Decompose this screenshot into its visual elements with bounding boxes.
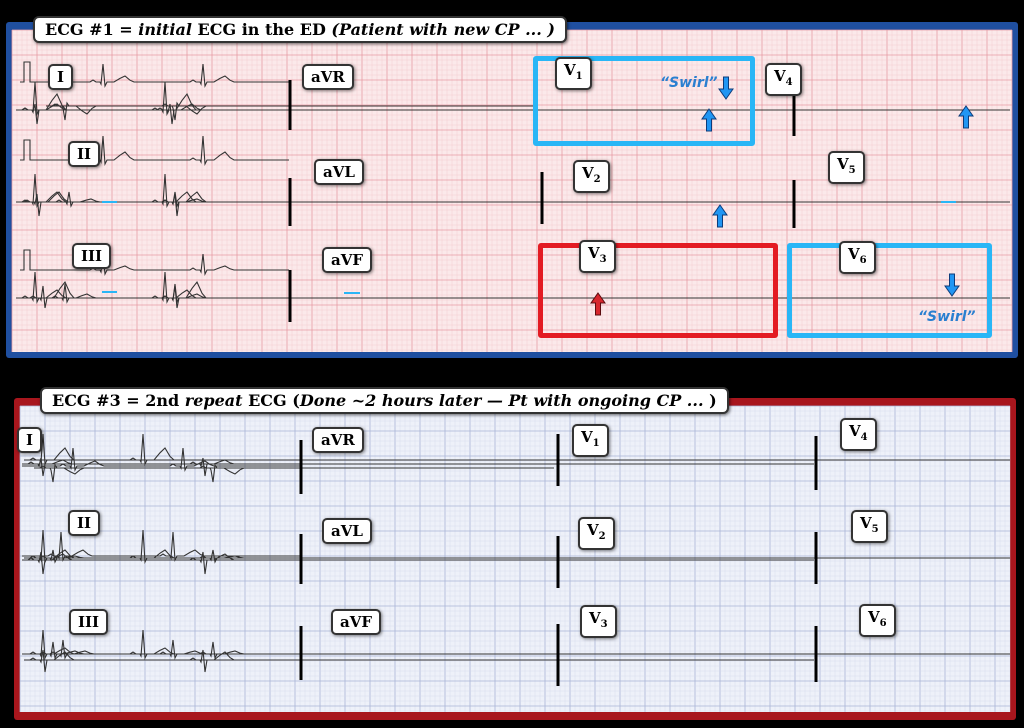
v4-trace [16, 81, 1010, 117]
ecg3-title-prefix: ECG #3 = 2nd [52, 391, 185, 410]
v1-swirl-annotation: “Swirl” [660, 75, 718, 91]
ecg3-title-em2: Done ~2 hours later — Pt with ongoing CP… [299, 391, 710, 410]
calibration-pulse [20, 139, 34, 161]
v6-highlight-box [787, 243, 992, 338]
ecg3-limb-trace [22, 447, 300, 472]
ecg3-panel [14, 398, 1016, 720]
ecg3-label-V1: V1 [572, 424, 609, 457]
ecg1-label-aVL: aVL [314, 159, 364, 185]
ecg1-title-prefix: ECG #1 = [45, 20, 139, 39]
v6-swirl-annotation: “Swirl” [918, 309, 976, 325]
ecg3-tracing [19, 405, 1011, 712]
ecg1-label-V5: V5 [828, 151, 865, 184]
ecg3-v1-trace [22, 457, 814, 477]
ecg3-title-mid: ECG ( [242, 391, 300, 410]
ecg1-label-aVF: aVF [322, 247, 373, 273]
ecg1-label-V2: V2 [573, 160, 610, 193]
ecg3-label-V4: V4 [840, 418, 877, 451]
ecg3-label-V5: V5 [851, 510, 888, 543]
ecg3-v2-trace [22, 551, 814, 575]
ecg3-label-V6: V6 [859, 604, 896, 637]
ecg1-label-I: I [48, 64, 74, 90]
ecg1-label-V6: V6 [839, 241, 876, 274]
ecg3-label-V3: V3 [580, 605, 617, 638]
ecg1-panel [6, 22, 1018, 358]
ecg3-label-aVF: aVF [331, 609, 382, 635]
ecg3-title-em1: repeat [184, 391, 243, 410]
ecg3-label-I: I [17, 427, 43, 453]
v3-highlight-box [538, 243, 778, 338]
ecg1-label-aVR: aVR [302, 64, 354, 90]
ecg1-label-V4: V4 [765, 63, 802, 96]
ecg1-title: ECG #1 = initial ECG in the ED (Patient … [33, 16, 567, 43]
ecg3-avr-trace [34, 463, 554, 483]
ecg1-title-em2: (Patient with new CP ... ) [331, 20, 555, 39]
ecg1-label-V1: V1 [555, 57, 592, 90]
ecg3-title-suffix: ) [709, 391, 717, 410]
ecg1-title-em1: initial [138, 20, 192, 39]
v6-trace [16, 271, 1010, 305]
ecg3-v6-trace [24, 629, 1010, 661]
ecg3-label-III: III [69, 609, 109, 635]
ecg3-v4-trace [24, 433, 1010, 467]
ecg1-tracing [11, 29, 1013, 352]
limb-lead-trace [34, 63, 289, 88]
ecg3-label-aVR: aVR [312, 427, 364, 453]
ecg1-label-II: II [68, 141, 101, 167]
ecg3-v5-trace [24, 529, 1010, 565]
limb-lead-trace [34, 253, 289, 276]
ecg3-title: ECG #3 = 2nd repeat ECG (Done ~2 hours l… [40, 387, 729, 414]
calibration-pulse [20, 249, 34, 271]
ecg1-label-III: III [72, 243, 112, 269]
ecg3-label-aVL: aVL [322, 518, 372, 544]
ecg3-label-V2: V2 [578, 517, 615, 550]
ecg1-title-mid: ECG in the ED [191, 20, 332, 39]
ecg3-v3-trace [24, 649, 814, 673]
v1-highlight-box [533, 56, 755, 146]
ecg3-label-II: II [68, 510, 101, 536]
ecg1-label-V3: V3 [579, 240, 616, 273]
calibration-pulse [20, 61, 34, 83]
